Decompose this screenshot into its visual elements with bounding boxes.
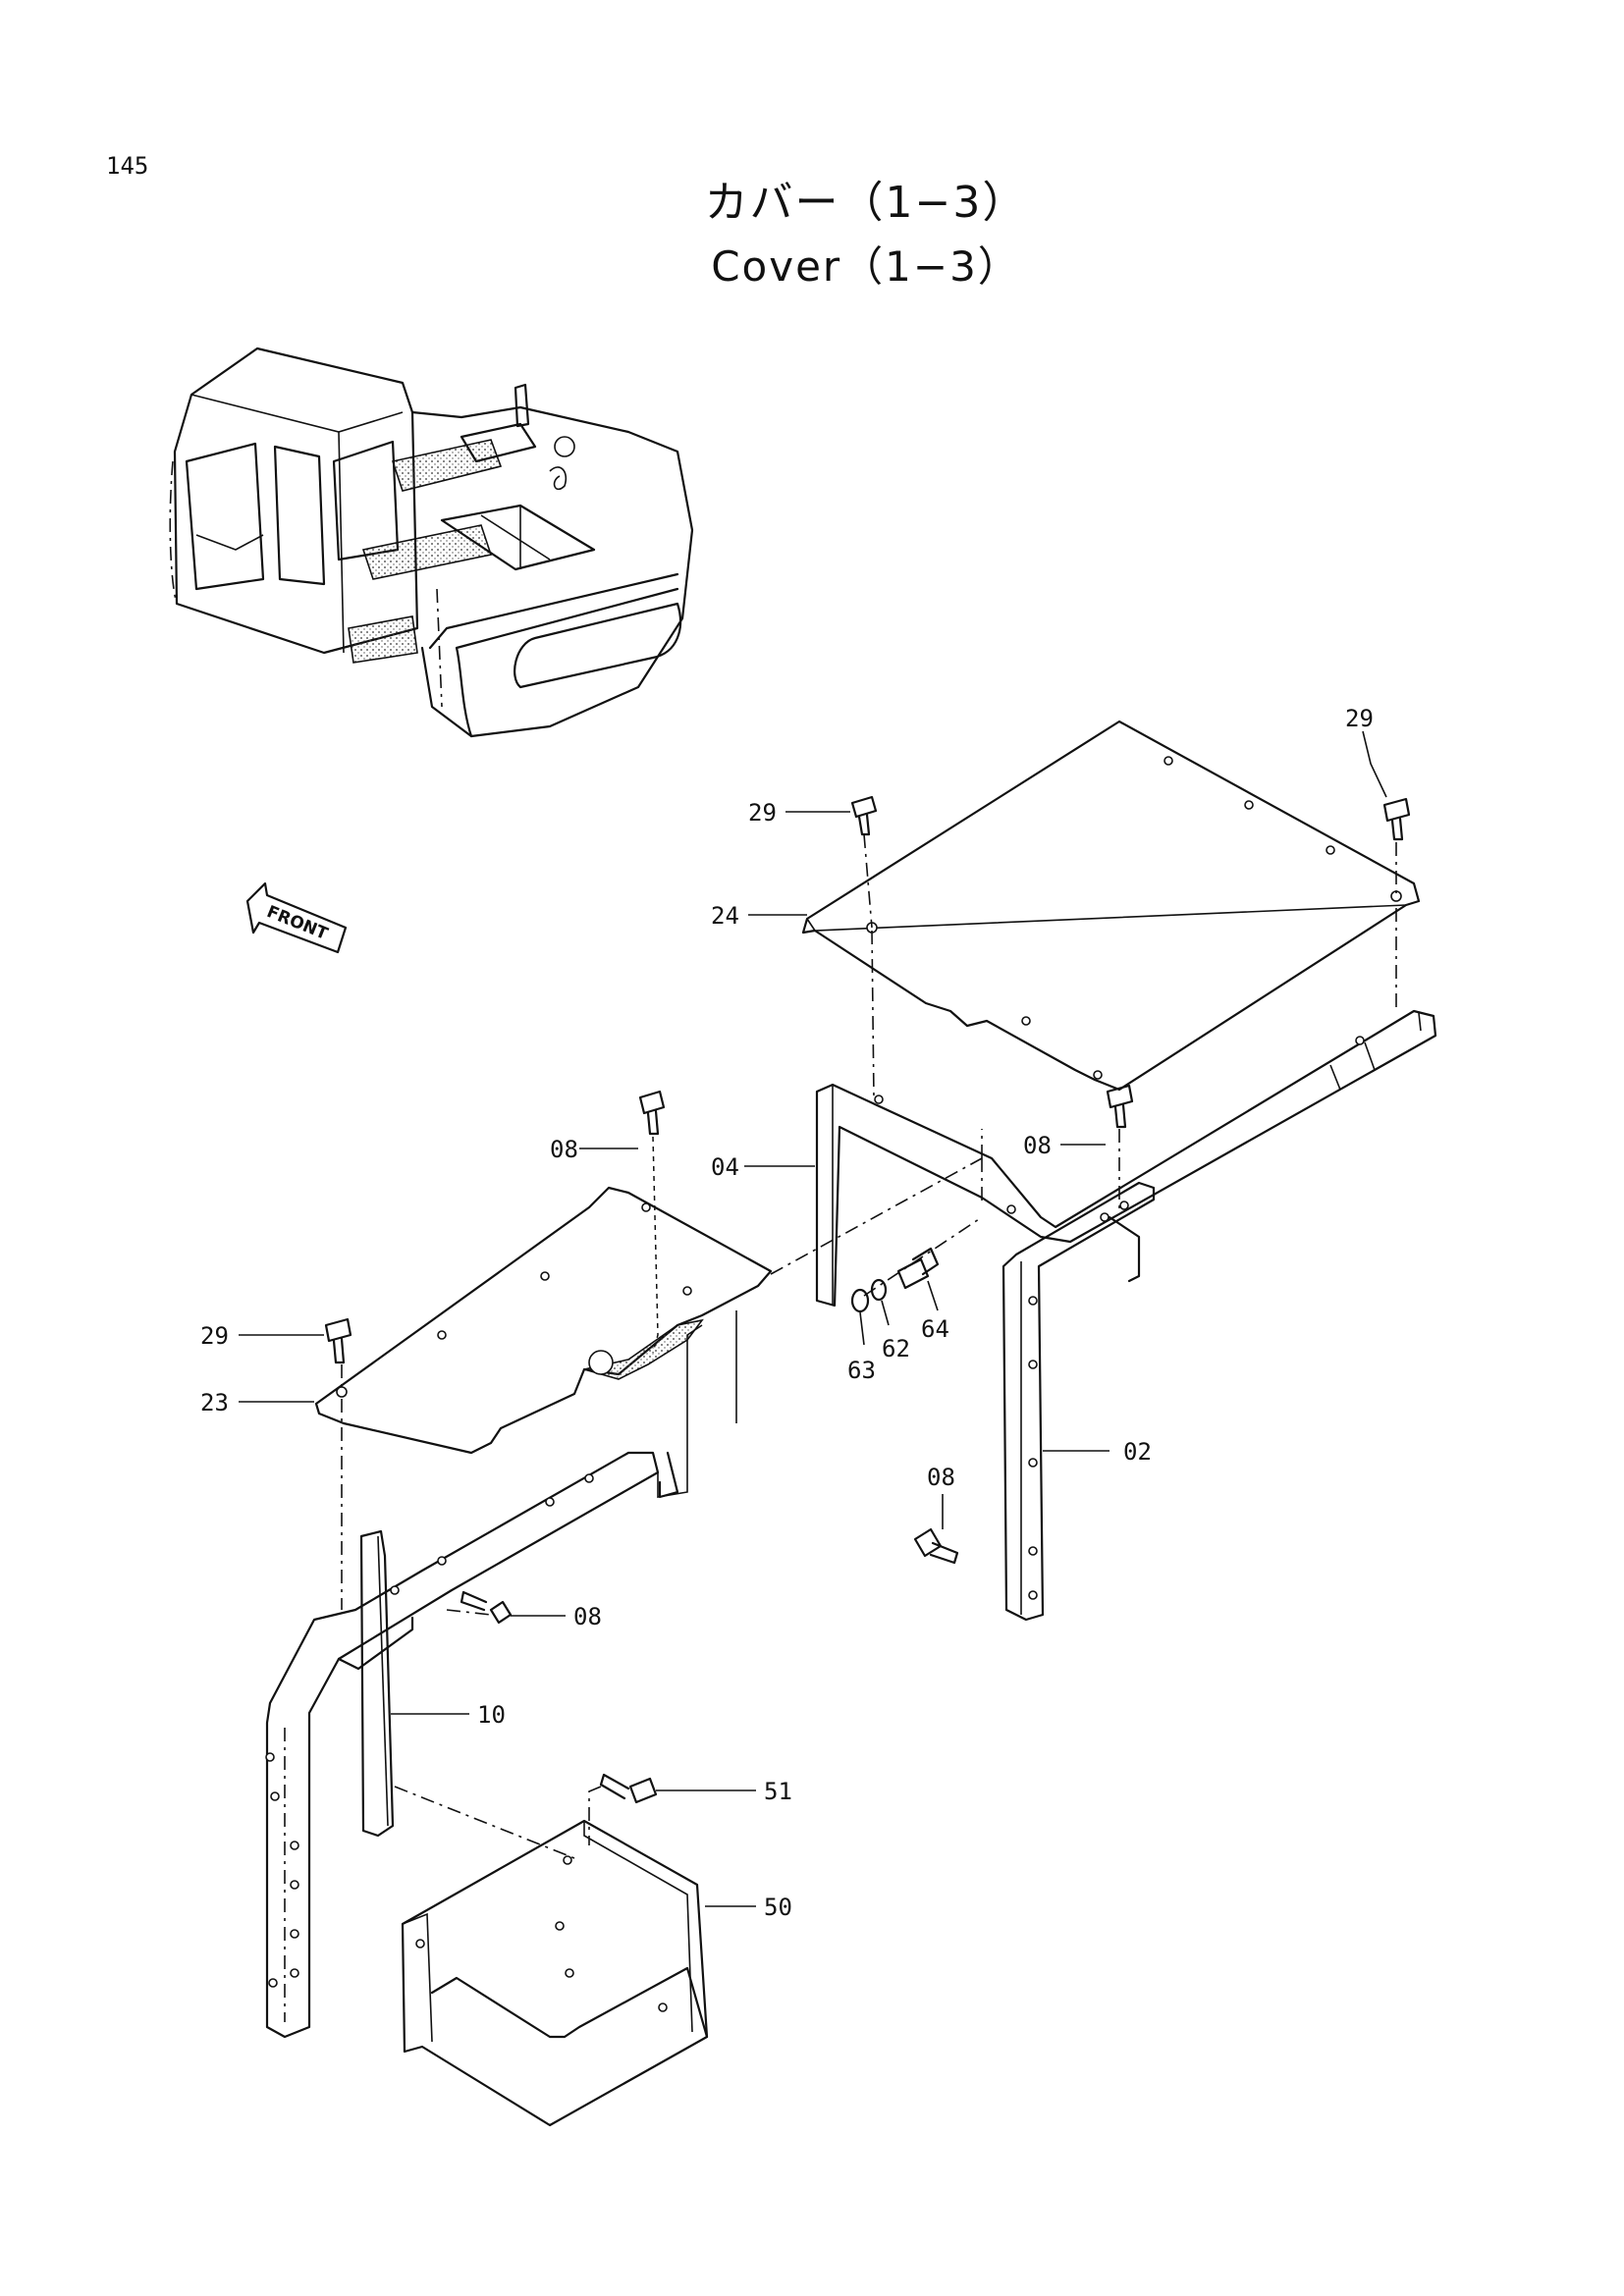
page-number: 145	[106, 152, 149, 180]
callout-64: 64	[921, 1315, 949, 1343]
part-24-cover-plate	[801, 720, 1421, 1092]
bolt-51	[599, 1773, 658, 1804]
callout-29-upper-right: 29	[1345, 705, 1374, 732]
washer-63	[850, 1288, 870, 1313]
callout-08-middle: 08	[573, 1603, 602, 1630]
callout-50: 50	[764, 1894, 792, 1921]
callout-08-right: 08	[1023, 1132, 1052, 1159]
callout-10: 10	[477, 1701, 506, 1729]
bolt-29-upper-left	[850, 795, 878, 836]
title-block: カバー（1−3） Cover（1−3）	[0, 167, 1624, 294]
part-04-frame	[815, 1009, 1437, 1308]
callout-23: 23	[200, 1389, 229, 1416]
bolt-29-left	[324, 1317, 352, 1364]
title-japanese: カバー（1−3）	[704, 178, 1028, 228]
bolt-29-upper-right	[1382, 797, 1411, 841]
bolt-08-right	[1106, 1084, 1134, 1129]
part-02-bracket	[1001, 1181, 1156, 1622]
title-english: Cover（1−3）	[711, 242, 1021, 291]
callout-62: 62	[882, 1335, 910, 1362]
part-50-tray-cover	[401, 1819, 709, 2127]
callout-24: 24	[711, 902, 739, 930]
callout-08-upper: 08	[550, 1136, 578, 1163]
bolt-08-lower-right	[913, 1527, 959, 1565]
callout-51: 51	[764, 1778, 792, 1805]
part-23-cover-plate	[314, 1186, 773, 1455]
callout-29-left: 29	[200, 1322, 229, 1350]
callout-29-upper-left: 29	[748, 799, 777, 827]
front-arrow-icon: FRONT	[245, 881, 348, 954]
leader-lines	[239, 730, 1387, 1907]
bolt-08-middle	[460, 1590, 513, 1625]
callout-63: 63	[847, 1357, 876, 1384]
assembly-lines	[284, 833, 1397, 2022]
part-10-frame	[265, 1451, 679, 2039]
callout-04: 04	[711, 1153, 739, 1181]
bolt-08-upper	[638, 1090, 666, 1136]
excavator-overview	[169, 347, 694, 738]
callout-02: 02	[1123, 1438, 1152, 1466]
callout-08-lower-right: 08	[927, 1464, 955, 1491]
